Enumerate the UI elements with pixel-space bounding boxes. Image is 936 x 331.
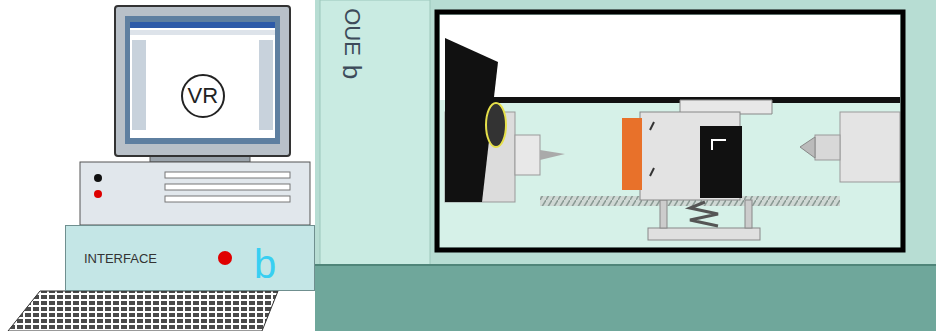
app-window [130,22,275,138]
spring [690,202,718,226]
lens [486,103,506,147]
guide-rail [445,97,900,103]
keyboard [8,291,278,331]
tail-centre [800,137,815,158]
bed-area [440,100,900,247]
machine-body [315,0,936,331]
node-text: INTERFACE [84,252,157,265]
window-area [440,15,900,100]
indicator-led [218,251,232,265]
base-plate [648,228,760,240]
side-panel [320,0,430,268]
enclosure-frame [437,12,903,250]
tool-post [700,126,742,198]
node-text: VR [188,85,219,107]
node-text: b [254,244,276,284]
screen-logo: VR [180,73,226,119]
chuck [515,135,540,175]
monitor [115,6,290,156]
machine-brand: OUE [341,8,363,56]
drill-bit [540,150,565,160]
tailstock [840,112,900,182]
workpiece [622,118,642,190]
machine-base [315,265,936,331]
computer-case [80,162,310,225]
screen [125,16,280,144]
interface-box: INTERFACE b [65,225,315,291]
machine-logo: b [339,65,365,79]
